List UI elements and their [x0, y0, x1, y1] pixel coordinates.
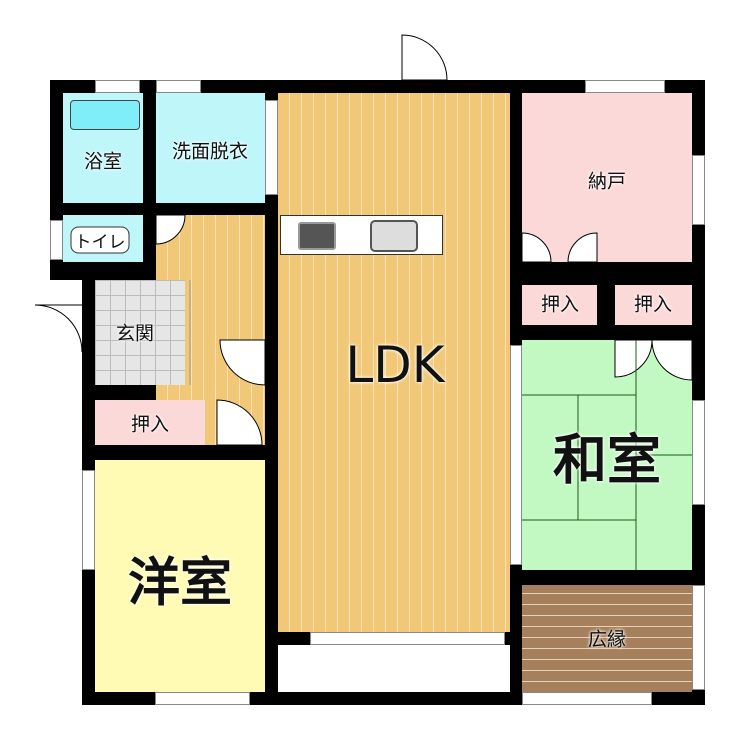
wall	[692, 80, 705, 705]
door-icon	[614, 339, 653, 378]
wall	[510, 570, 705, 585]
label-closet-left: 押入	[130, 413, 170, 436]
room-ldk	[278, 93, 510, 632]
room-closet-mid	[522, 285, 597, 325]
door-icon	[155, 214, 186, 245]
door-icon	[401, 34, 448, 81]
window	[692, 585, 705, 690]
wall	[265, 80, 278, 705]
wall	[82, 445, 277, 460]
window	[82, 470, 95, 570]
label-closet-mid: 押入	[540, 293, 580, 316]
room-western	[95, 460, 265, 692]
label-ldk: LDK	[345, 336, 445, 394]
window	[265, 100, 278, 195]
label-western: 洋室	[127, 553, 233, 614]
window	[585, 80, 665, 93]
door-icon	[651, 339, 693, 381]
room-closet-right	[615, 285, 692, 325]
wall	[143, 80, 156, 270]
wall	[50, 262, 190, 280]
door-icon	[34, 304, 83, 353]
window	[692, 155, 705, 225]
room-washroom	[156, 93, 265, 203]
bathtub	[70, 100, 140, 130]
room-closet-left	[95, 400, 205, 445]
label-storage: 納戸	[587, 170, 627, 193]
window	[50, 220, 63, 260]
window	[310, 632, 505, 645]
window	[155, 692, 250, 705]
room-veranda	[522, 585, 692, 692]
label-toilet: トイレ	[70, 226, 130, 254]
label-washroom: 洗面脱衣	[171, 140, 249, 163]
wall	[50, 203, 278, 215]
window	[95, 80, 140, 93]
stove-icon	[298, 222, 336, 250]
wall	[597, 262, 615, 340]
wall	[50, 80, 705, 93]
sink-icon	[370, 220, 418, 252]
window	[510, 345, 522, 565]
label-veranda: 広縁	[587, 628, 627, 651]
window	[156, 80, 201, 93]
label-bath: 浴室	[83, 150, 123, 173]
window	[522, 692, 652, 705]
room-storage	[522, 93, 692, 262]
label-closet-right: 押入	[633, 293, 673, 316]
label-japanese: 和室	[553, 428, 661, 492]
room-entrance	[95, 280, 185, 385]
door-icon	[521, 232, 552, 263]
label-entrance: 玄関	[115, 322, 155, 345]
wall	[510, 325, 705, 340]
window	[692, 400, 705, 505]
door-icon	[567, 232, 598, 263]
door-icon	[216, 399, 263, 446]
door-icon	[219, 339, 266, 386]
